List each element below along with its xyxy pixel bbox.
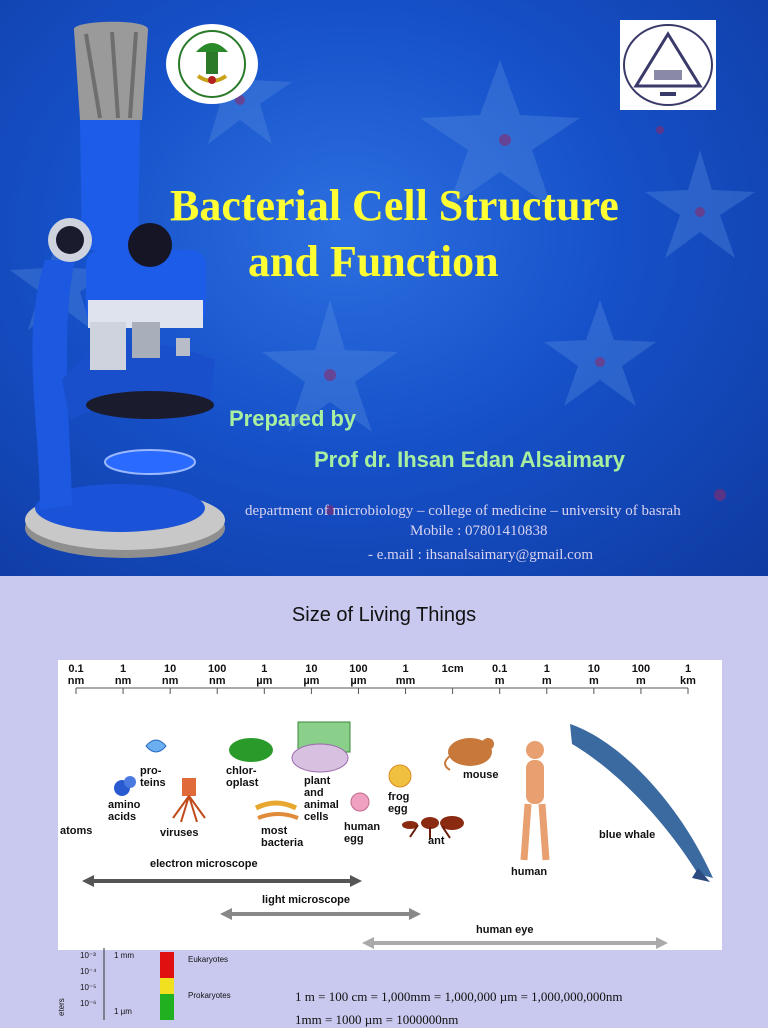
legend-eukaryotes: Eukaryotes xyxy=(188,955,228,964)
label-frog-egg-2: egg xyxy=(388,803,408,815)
scale-label-bottom: nm xyxy=(68,675,85,687)
scale-label-top: 0.1 xyxy=(68,663,83,675)
title-line-2: and Function xyxy=(248,237,499,286)
label-chloroplast-2: oplast xyxy=(226,777,259,789)
label-amino-2: acids xyxy=(108,811,136,823)
axis-ylabel: eters xyxy=(57,998,66,1016)
prokaryotes-bar-yellow xyxy=(160,978,174,994)
prokaryotes-bar-green xyxy=(160,994,174,1020)
scale-label-top: 1 xyxy=(120,663,126,675)
scale-label-top: 10 xyxy=(588,663,600,675)
blue-whale-icon xyxy=(570,724,713,882)
email-text: - e.mail : ihsanalsaimary@gmail.com xyxy=(368,547,593,563)
scale-label-top: 1 xyxy=(544,663,550,675)
label-human: human xyxy=(511,866,547,878)
label-mouse: mouse xyxy=(463,769,498,781)
label-frog-egg-1: frog xyxy=(388,791,409,803)
ant-icon xyxy=(402,816,464,839)
range-light-label: light microscope xyxy=(262,894,350,906)
label-plant-3: animal xyxy=(304,799,339,811)
scale-label-bottom: µm xyxy=(256,675,272,687)
scale-label-bottom: m xyxy=(495,675,505,687)
tick-3: 10⁻⁵ xyxy=(80,983,96,992)
scale-label-top: 10 xyxy=(164,663,176,675)
scale-label-top: 1 xyxy=(402,663,408,675)
scale-label-top: 100 xyxy=(632,663,650,675)
virus-icon xyxy=(172,778,206,823)
label-bacteria-2: bacteria xyxy=(261,837,304,849)
scale-label-bottom: nm xyxy=(209,675,226,687)
label-chloroplast-1: chlor- xyxy=(226,765,257,777)
mobile-text: Mobile : 07801410838 xyxy=(410,523,548,539)
scale-label-bottom: µm xyxy=(350,675,366,687)
scale-label-top: 100 xyxy=(208,663,226,675)
scale-label-top: 0.1 xyxy=(492,663,507,675)
label-proteins-2: teins xyxy=(140,777,166,789)
legend-prokaryotes: Prokaryotes xyxy=(188,991,231,1000)
mm-label: 1 mm xyxy=(114,951,134,960)
label-ant: ant xyxy=(428,835,445,847)
bacteria-icon xyxy=(254,800,299,820)
frog-egg-icon xyxy=(388,764,412,788)
scale-label-bottom: km xyxy=(680,675,696,687)
label-proteins-1: pro- xyxy=(140,765,162,777)
title-slide: Bacterial Cell Structure and Function Pr… xyxy=(0,0,768,576)
presentation-title: Bacterial Cell Structure and Function xyxy=(170,178,730,290)
scale-label-bottom: m xyxy=(542,675,552,687)
unit-equation-1: 1 m = 100 cm = 1,000mm = 1,000,000 µm = … xyxy=(295,989,623,1004)
scale-label-bottom: m xyxy=(589,675,599,687)
label-bacteria-1: most xyxy=(261,825,288,837)
um-label: 1 µm xyxy=(114,1007,132,1016)
mouse-icon xyxy=(444,738,494,771)
title-line-1: Bacterial Cell Structure xyxy=(170,181,619,230)
scale-label-top: 1 xyxy=(685,663,691,675)
plant-animal-cells-icon xyxy=(291,721,351,773)
scale-label-bottom: m xyxy=(636,675,646,687)
microscope-icon xyxy=(25,21,225,558)
amino-acids-icon xyxy=(114,776,136,796)
cell-size-chart: 10⁻³ 10⁻⁴ 10⁻⁵ 10⁻⁶ 1 mm 1 µm eters Euka… xyxy=(57,948,231,1020)
human-figure-icon xyxy=(520,741,550,861)
unit-equation-2: 1mm = 1000 µm = 1000000nm xyxy=(295,1012,459,1027)
scale-label-top: 10 xyxy=(305,663,317,675)
department-text: department of microbiology – college of … xyxy=(245,503,681,519)
label-human-egg-2: egg xyxy=(344,833,364,845)
scale-label-bottom: mm xyxy=(396,675,416,687)
label-human-egg-1: human xyxy=(344,821,380,833)
label-plant-2: and xyxy=(304,787,324,799)
tick-2: 10⁻⁴ xyxy=(80,967,97,976)
author-name: Prof dr. Ihsan Edan Alsaimary xyxy=(314,447,625,472)
scale-label-top: 1 xyxy=(261,663,267,675)
scale-label-bottom: nm xyxy=(115,675,132,687)
scale-label-bottom: nm xyxy=(162,675,179,687)
label-atoms: atoms xyxy=(60,825,92,837)
label-plant-1: plant xyxy=(304,775,331,787)
university-emblem-logo xyxy=(166,24,258,104)
range-eye-label: human eye xyxy=(476,924,533,936)
college-emblem-logo xyxy=(620,20,716,110)
tick-4: 10⁻⁶ xyxy=(80,999,96,1008)
background-decoration xyxy=(10,21,755,558)
tick-1: 10⁻³ xyxy=(80,951,96,960)
eukaryotes-bar xyxy=(160,952,174,978)
prepared-by-label: Prepared by xyxy=(229,406,357,431)
chloroplast-icon xyxy=(229,738,273,762)
label-plant-4: cells xyxy=(304,811,328,823)
label-viruses: viruses xyxy=(160,827,199,839)
scale-label-top: 1cm xyxy=(442,663,464,675)
label-blue-whale: blue whale xyxy=(599,829,655,841)
proteins-icon xyxy=(145,739,167,753)
label-amino-1: amino xyxy=(108,799,141,811)
range-electron-label: electron microscope xyxy=(150,858,258,870)
human-egg-icon xyxy=(350,792,370,812)
slide-title: Size of Living Things xyxy=(291,604,477,626)
scale-label-bottom: µm xyxy=(303,675,319,687)
scale-label-top: 100 xyxy=(349,663,367,675)
